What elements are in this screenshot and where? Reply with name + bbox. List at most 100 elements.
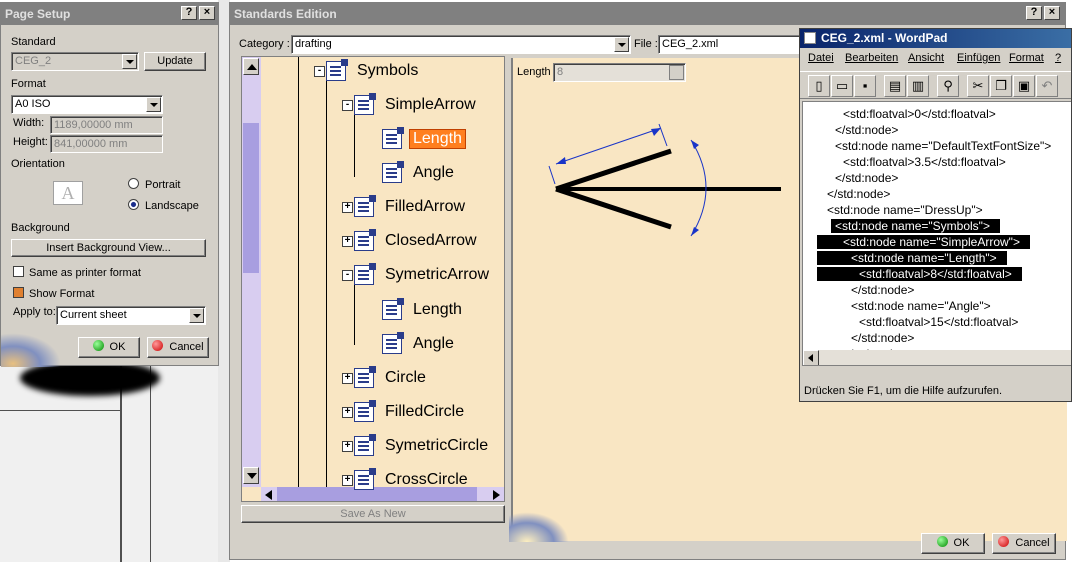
tree-hscrollbar[interactable] (261, 487, 504, 501)
node-icon (354, 195, 376, 217)
standards-cancel-button[interactable]: Cancel (992, 533, 1056, 554)
close-icon[interactable]: × (1044, 6, 1060, 20)
paste-icon[interactable]: ▣ (1013, 75, 1035, 97)
tree-node[interactable]: Length (354, 298, 504, 323)
tree-node-label: FilledCircle (385, 403, 465, 420)
update-label: Update (157, 55, 193, 67)
wordpad-title: CEG_2.xml - WordPad (821, 31, 948, 45)
save-icon[interactable]: ▪ (854, 75, 876, 97)
expand-icon[interactable]: + (342, 475, 353, 486)
same-printer-checkbox[interactable]: Same as printer format (13, 266, 141, 279)
tree-node[interactable]: Length (354, 127, 504, 152)
cancel-button[interactable]: Cancel (147, 337, 209, 358)
help-button[interactable]: ? (1026, 6, 1042, 20)
node-icon (326, 59, 348, 81)
page-setup-titlebar[interactable]: Page Setup ? × (1, 3, 218, 25)
preview-icon[interactable]: ▥ (907, 75, 929, 97)
scroll-thumb[interactable] (243, 123, 259, 273)
tree-node[interactable]: + FilledArrow (326, 195, 504, 220)
expand-icon[interactable]: + (342, 373, 353, 384)
tree-node-label: FilledArrow (385, 198, 466, 215)
standard-select[interactable]: CEG_2 (11, 52, 139, 71)
close-icon[interactable]: × (199, 6, 215, 20)
landscape-label: Landscape (145, 200, 199, 212)
xml-line: <std:floatval>15</std:floatval> (859, 315, 1019, 329)
angle-dimension-arc (690, 139, 707, 237)
tree-node[interactable]: +SymetricCircle (326, 434, 504, 459)
scroll-left-button[interactable] (803, 350, 819, 365)
hscroll-thumb[interactable] (277, 487, 477, 501)
category-select[interactable]: drafting (291, 35, 631, 54)
expand-icon[interactable]: + (342, 236, 353, 247)
undo-icon[interactable]: ↶ (1036, 75, 1058, 97)
tree-line (298, 57, 299, 487)
tree-node[interactable]: + FilledCircle (326, 400, 504, 425)
show-format-checkbox[interactable]: Show Format (13, 287, 94, 300)
print-icon[interactable]: ▤ (884, 75, 906, 97)
scroll-up-button[interactable] (243, 58, 259, 75)
xml-line: <std:node name="DefaultTextFontSize"> (835, 139, 1052, 153)
open-icon[interactable]: ▭ (831, 75, 853, 97)
category-label: Category : (239, 38, 290, 50)
menu-item[interactable]: Datei (808, 52, 834, 64)
expand-icon[interactable]: + (342, 202, 353, 213)
new-icon[interactable]: ▯ (808, 75, 830, 97)
tree-node-label: Circle (385, 369, 426, 386)
height-field: 841,00000 mm (50, 135, 163, 153)
dimension-arrowhead (556, 157, 566, 164)
cut-icon[interactable]: ✂ (967, 75, 989, 97)
format-value: A0 ISO (15, 98, 51, 110)
find-icon[interactable]: ⚲ (937, 75, 959, 97)
insert-background-button[interactable]: Insert Background View... (11, 239, 206, 257)
tree-node[interactable]: + Circle (326, 366, 504, 391)
wordpad-titlebar[interactable]: CEG_2.xml - WordPad (800, 29, 1071, 48)
tree-node[interactable]: Angle (354, 332, 504, 357)
menu-item[interactable]: ? (1055, 52, 1062, 64)
ok-button[interactable]: OK (78, 337, 140, 358)
update-button[interactable]: Update (144, 52, 206, 71)
standards-titlebar[interactable]: Standards Edition ? × (230, 3, 1065, 25)
apply-to-select[interactable]: Current sheet (56, 306, 206, 325)
menu-item[interactable]: Bearbeiten (845, 52, 899, 64)
tree-vscrollbar[interactable] (242, 57, 261, 487)
tree-line (354, 275, 355, 345)
tree-node[interactable]: Angle (354, 161, 504, 186)
chevron-down-icon[interactable] (189, 308, 204, 323)
tree-node[interactable]: -SimpleArrow (326, 93, 504, 118)
expand-icon[interactable]: + (342, 407, 353, 418)
save-as-new-button[interactable]: Save As New (241, 505, 505, 523)
copy-icon[interactable]: ❐ (990, 75, 1012, 97)
length-spinner[interactable]: 8 (553, 63, 686, 82)
tree-node[interactable]: -SymetricArrow (326, 263, 504, 288)
menu-item[interactable]: Einfügen (957, 52, 1001, 64)
landscape-radio[interactable]: Landscape (128, 199, 199, 212)
scroll-down-button[interactable] (243, 467, 259, 484)
tree-node[interactable]: +ClosedArrow (326, 229, 504, 254)
help-button[interactable]: ? (181, 6, 197, 20)
chevron-down-icon[interactable] (146, 97, 161, 112)
collapse-icon[interactable]: - (342, 270, 353, 281)
tree-line (326, 73, 327, 487)
menu-item[interactable]: Format (1009, 52, 1044, 64)
menu-item[interactable]: Ansicht (908, 52, 945, 64)
tree-node-label: Length (409, 129, 466, 149)
tree-node[interactable]: -Symbols (298, 59, 504, 84)
collapse-icon[interactable]: - (314, 66, 325, 77)
file-field[interactable]: CEG_2.xml (658, 35, 808, 54)
chevron-down-icon[interactable] (122, 54, 137, 69)
wordpad-hscrollbar[interactable] (803, 350, 1071, 365)
format-select[interactable]: A0 ISO (11, 95, 163, 114)
tree-node[interactable]: +CrossCircle (326, 468, 504, 493)
portrait-radio[interactable]: Portrait (128, 178, 180, 191)
standards-ok-button[interactable]: OK (921, 533, 985, 554)
chevron-left-icon[interactable] (265, 490, 272, 500)
spin-buttons[interactable] (669, 65, 684, 80)
collapse-icon[interactable]: - (342, 100, 353, 111)
wordpad-document[interactable]: <std:floatval>0</std:floatval></std:node… (802, 101, 1071, 366)
tree-node-label: Length (413, 301, 462, 318)
expand-icon[interactable]: + (342, 441, 353, 452)
chevron-right-icon[interactable] (493, 490, 500, 500)
chevron-down-icon[interactable] (614, 37, 629, 52)
xml-line: <std:floatval>8</std:floatval> (817, 267, 1022, 281)
